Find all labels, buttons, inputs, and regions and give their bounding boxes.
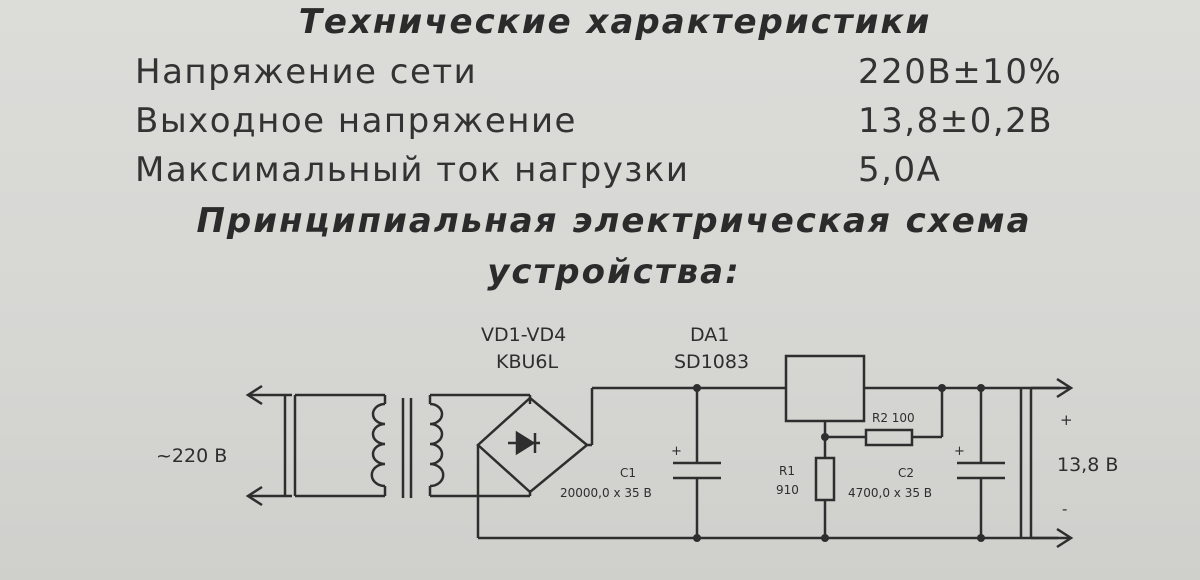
regulator-ref-label: DA1 [690, 324, 729, 346]
regulator-da1 [784, 354, 866, 423]
spec-value-mains-voltage: 220В±10% [858, 52, 1063, 92]
circuit-schematic: ~220 В VD1-VD4 KBU6L DA1 SD1083 + C1 200… [156, 324, 1118, 549]
bridge-part-label: KBU6L [496, 351, 558, 373]
junction-dot [693, 384, 701, 392]
junction-dot [821, 433, 829, 441]
spec-name-mains-voltage: Напряжение сети [135, 52, 478, 92]
junction-dot [977, 384, 985, 392]
output-arrow-top [1031, 377, 1074, 399]
spec-name-output-voltage: Выходное напряжение [135, 101, 577, 141]
schematic-heading-line2: устройства: [487, 252, 741, 292]
c1-ref-label: C1 [620, 466, 636, 480]
junction-dot [821, 534, 829, 542]
output-plus-sign: + [1060, 411, 1073, 429]
c2-ref-label: C2 [898, 466, 914, 480]
resistor-r1 [814, 456, 836, 502]
transformer-primary-coil [370, 402, 386, 488]
spec-name-max-load-current: Максимальный ток нагрузки [135, 150, 690, 190]
output-arrow-bottom [1031, 527, 1074, 549]
transformer-secondary-coil [429, 402, 445, 488]
regulator-part-label: SD1083 [674, 351, 749, 373]
schematic-heading-line1: Принципиальная электрическая схема [196, 201, 1032, 241]
output-voltage-label: 13,8 В [1057, 454, 1118, 476]
r2-label: R2 100 [872, 411, 915, 425]
c2-value-label: 4700,0 x 35 В [848, 486, 932, 500]
bridge-rectifier [476, 396, 589, 494]
junction-dot [938, 384, 946, 392]
r1-value-label: 910 [776, 483, 799, 497]
spec-value-output-voltage: 13,8±0,2В [858, 101, 1054, 141]
junction-dot [977, 534, 985, 542]
c2-plus-sign: + [954, 444, 965, 459]
output-minus-sign: - [1062, 500, 1067, 518]
bridge-ref-label: VD1-VD4 [481, 324, 566, 346]
r1-ref-label: R1 [779, 464, 795, 478]
c1-plus-sign: + [671, 444, 682, 459]
c1-value-label: 20000,0 x 35 В [560, 486, 652, 500]
resistor-r2 [864, 428, 914, 447]
spec-value-max-load-current: 5,0А [858, 150, 942, 190]
spec-heading: Технические характеристики [298, 2, 932, 42]
input-voltage-label: ~220 В [156, 445, 227, 467]
junction-dot [693, 534, 701, 542]
